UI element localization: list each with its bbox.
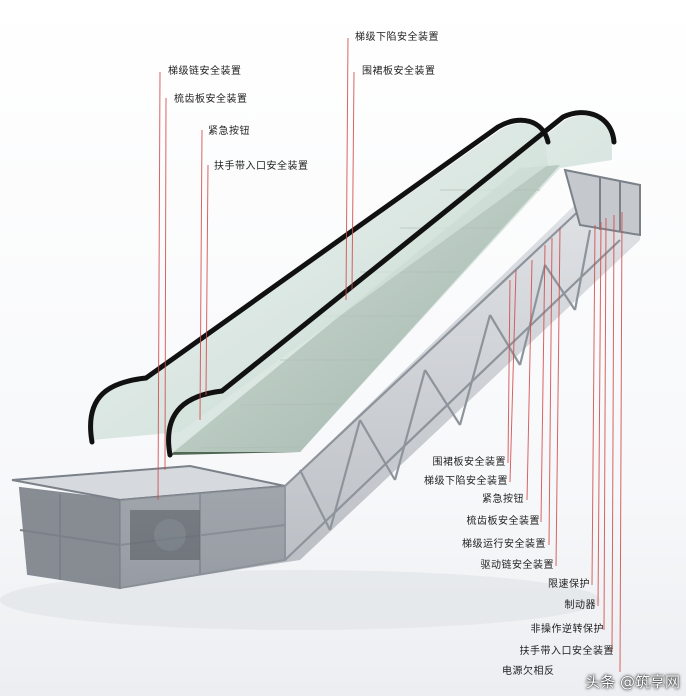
label-skirt-panel-top: 围裙板安全装置	[362, 66, 436, 77]
label-overspeed-protection: 限速保护	[548, 579, 590, 590]
label-handrail-entry-top: 扶手带入口安全装置	[214, 161, 309, 172]
label-brake: 制动器	[564, 600, 596, 611]
watermark: 头条 @筑享网	[585, 673, 680, 691]
label-emergency-stop-top: 紧急按钮	[208, 126, 250, 137]
floor-shadow	[0, 570, 600, 630]
label-handrail-entry-bottom: 扶手带入口安全装置	[519, 646, 614, 657]
label-step-sag-top: 梯级下陷安全装置	[355, 32, 439, 43]
right-handrail	[166, 110, 617, 458]
label-non-operational-reversal: 非操作逆转保护	[530, 624, 604, 635]
label-step-chain-safety: 梯级链安全装置	[168, 66, 242, 77]
label-skirt-panel-bottom: 围裙板安全装置	[432, 457, 506, 468]
label-step-sag-bottom: 梯级下陷安全装置	[424, 476, 508, 487]
label-comb-plate-bottom: 梳齿板安全装置	[466, 516, 540, 527]
label-comb-plate-top: 梳齿板安全装置	[174, 94, 248, 105]
truss-members	[284, 204, 621, 561]
upper-landing-frame	[563, 168, 641, 237]
label-emergency-stop-bottom: 紧急按钮	[482, 494, 524, 505]
right-glass-balustrade	[169, 115, 612, 453]
label-drive-chain-safety: 驱动链安全装置	[480, 560, 554, 571]
label-power-phase-protection: 电源欠相反	[502, 666, 555, 677]
left-glass-balustrade	[91, 123, 549, 441]
leader-lines	[157, 37, 623, 673]
label-step-run-safety: 梯级运行安全装置	[462, 539, 546, 550]
left-handrail	[88, 117, 551, 445]
